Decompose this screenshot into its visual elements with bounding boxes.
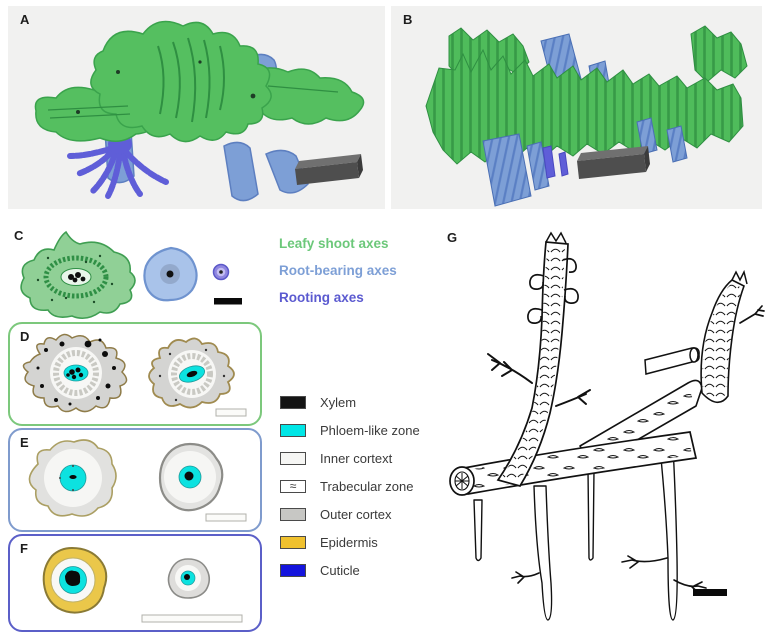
leafy-shoot-ridges: [47, 37, 339, 123]
section-right: [167, 558, 211, 599]
panel-b: B: [391, 6, 762, 209]
panel-d-label: D: [20, 329, 30, 344]
legend-item-trabecular: ≈ Trabecular zone: [280, 472, 420, 500]
scale-bar: [214, 298, 242, 305]
legend-item-inner-cortex: Inner cortext: [280, 444, 420, 472]
leafy-shoot-axes-3d: [34, 20, 365, 143]
panel-g-label: G: [447, 230, 458, 245]
legend-item-phloem: Phloem-like zone: [280, 416, 420, 444]
phloem-swatch: [280, 423, 306, 437]
legend-item-leafy-shoot: Leafy shoot axes: [279, 236, 389, 251]
epidermis-swatch: [280, 535, 306, 549]
panel-f-label: F: [20, 541, 28, 556]
tissue-legend: Xylem Phloem-like zone Inner cortext ≈ T…: [280, 388, 420, 584]
lateral-branches: [487, 353, 591, 407]
legend-item-xylem: Xylem: [280, 388, 420, 416]
legend-item-epidermis: Epidermis: [280, 528, 420, 556]
section-right: [148, 337, 235, 409]
panel-b-label: B: [403, 12, 413, 27]
root-bearing-section: [143, 246, 198, 302]
panel-a-label: A: [20, 12, 30, 27]
rooting-axes-3d: [542, 145, 569, 179]
legend-item-outer-cortex: Outer cortex: [280, 500, 420, 528]
xylem-swatch: [280, 395, 306, 409]
roots: [473, 445, 678, 621]
panel-f-sections: [42, 546, 243, 623]
panel-a-render: [34, 20, 365, 202]
axis-legend: Leafy shoot axes Root-bearing axes Rooti…: [279, 234, 397, 315]
section-left: [22, 333, 128, 413]
section-left: [42, 546, 108, 614]
outer-cortex-swatch: [280, 507, 306, 521]
panel-b-render: [425, 25, 748, 207]
rhizome: [449, 431, 698, 496]
trabecular-swatch: ≈: [280, 479, 306, 493]
panel-e-sections: [28, 439, 247, 522]
scale-bar-3d: [577, 146, 650, 179]
section-left: [28, 439, 117, 517]
rooting-section: [212, 263, 230, 281]
leafy-shoot-axes-3d: [425, 25, 748, 165]
panel-d: D: [8, 322, 262, 426]
panel-c-sections: [20, 230, 242, 320]
section-right: [158, 442, 224, 512]
legend-item-cuticle: Cuticle: [280, 556, 420, 584]
scale-bar: [141, 614, 243, 623]
cut-stub: [644, 347, 700, 375]
scale-bar: [205, 513, 247, 522]
panel-g-drawing: [449, 231, 765, 621]
circinate-tips: [527, 257, 579, 324]
right-shoot: [700, 269, 765, 404]
main-shoot: [496, 231, 569, 487]
root-branchlets: [511, 555, 707, 595]
cuticle-swatch: [280, 563, 306, 577]
panel-c-label: C: [14, 228, 24, 243]
scale-bar: [693, 589, 727, 596]
leafy-shoot-section: [20, 230, 136, 320]
panel-e-label: E: [20, 435, 29, 450]
inner-cortex-swatch: [280, 451, 306, 465]
surface-specks: [76, 60, 256, 114]
legend-item-rooting: Rooting axes: [279, 290, 364, 305]
panel-f: F: [8, 534, 262, 632]
scale-bar-3d: [295, 154, 363, 185]
panel-e: E: [8, 428, 262, 532]
panel-d-sections: [22, 333, 247, 417]
root-bearing-axes-3d-front: [482, 117, 688, 207]
scale-bar: [215, 408, 247, 417]
panel-a: A: [8, 6, 385, 209]
legend-item-root-bearing: Root-bearing axes: [279, 263, 397, 278]
